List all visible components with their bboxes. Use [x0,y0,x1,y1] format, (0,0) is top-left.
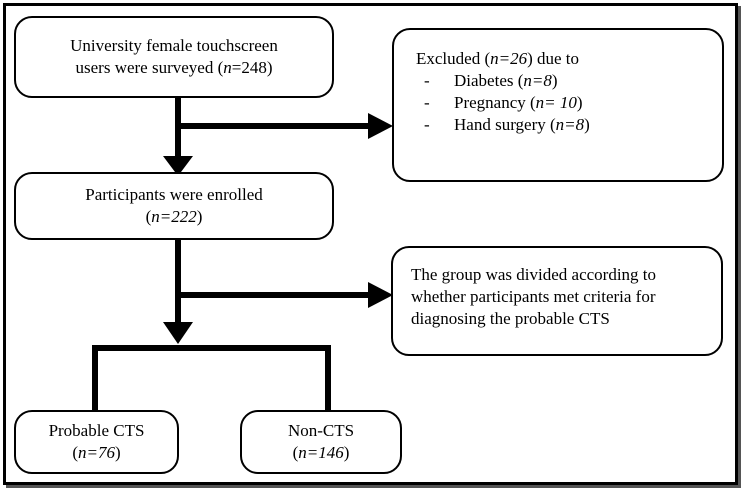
node-enrolled-line2: (n=222) [145,207,203,226]
node-divided-line3: diagnosing the probable CTS [411,309,610,328]
node-non-cts: Non-CTS (n=146) [240,410,402,474]
node-probable-line1: Probable CTS [48,421,145,440]
node-noncts-line1: Non-CTS [287,421,355,440]
node-enrolled-line1: Participants were enrolled [85,185,263,204]
arrowhead-to-divided [368,282,393,308]
node-noncts-line2: (n=146) [292,443,350,462]
node-excluded-title: Excluded (n=26) due to [416,49,580,68]
arrowhead-to-enrolled [163,156,193,176]
exclusion-item: -Hand surgery (n=8) [424,115,590,134]
exclusion-item: -Pregnancy (n= 10) [424,93,583,112]
node-divided: The group was divided according to wheth… [391,246,723,356]
exclusion-list: -Diabetes (n=8) -Pregnancy (n= 10) -Hand… [416,70,722,136]
node-excluded: Excluded (n=26) due to -Diabetes (n=8) -… [392,28,724,182]
arrowhead-to-split [163,322,193,344]
node-probable-line2: (n=76) [72,443,121,462]
exclusion-item: -Diabetes (n=8) [424,71,558,90]
node-enrolled: Participants were enrolled (n=222) [14,172,334,240]
arrowhead-to-excluded [368,113,393,139]
node-surveyed: University female touchscreen users were… [14,16,334,98]
node-surveyed-line2: users were surveyed (n=248) [75,58,273,77]
node-divided-line2: whether participants met criteria for [411,287,656,306]
node-surveyed-line1: University female touchscreen [70,36,278,55]
node-divided-line1: The group was divided according to [411,265,657,284]
node-probable-cts: Probable CTS (n=76) [14,410,179,474]
